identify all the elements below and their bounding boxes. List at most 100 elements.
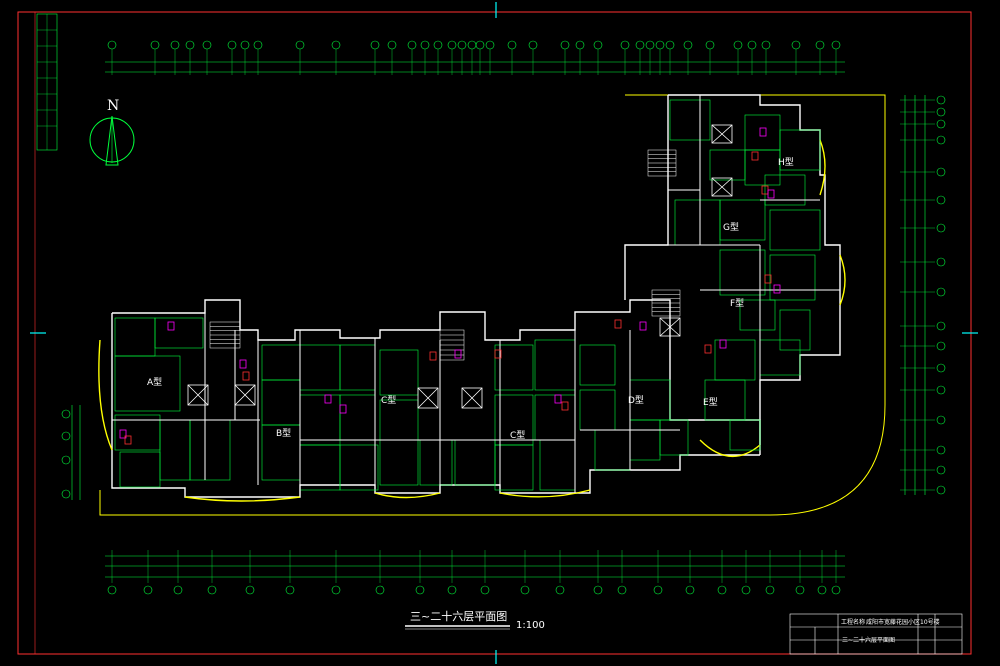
building-vertical-wing (624, 94, 846, 458)
bottom-axis-bubble (765, 585, 775, 595)
title-block (789, 613, 963, 655)
bottom-axis-bubble (143, 585, 153, 595)
elevator-cores (187, 124, 733, 409)
right-axis-bubble (936, 341, 946, 351)
room (769, 209, 821, 251)
right-axis-bubble (936, 195, 946, 205)
room (339, 344, 376, 391)
room (419, 439, 453, 486)
bottom-axis-bubble (685, 585, 695, 595)
right-axis-bubble (936, 119, 946, 129)
top-axis-bubble (253, 40, 263, 50)
unit-label-f: F型 (730, 298, 744, 309)
top-axis-bubble (447, 40, 457, 50)
center-marks (30, 2, 978, 664)
room (261, 344, 301, 381)
top-axis-bubble (475, 40, 485, 50)
bottom-axis-bubble (831, 585, 841, 595)
room (114, 317, 156, 357)
fixture-mark (773, 284, 781, 294)
fixture-mark (167, 321, 175, 331)
top-axis-bubble (815, 40, 825, 50)
room (769, 254, 816, 301)
fixture-mark (124, 435, 132, 445)
fixture-mark (324, 394, 332, 404)
building-horizontal-wing (98, 299, 761, 502)
unit-label-c2: C型 (510, 430, 525, 441)
top-axis-bubble (240, 40, 250, 50)
fixture-mark (119, 429, 127, 439)
room (339, 394, 376, 441)
unit-label-a: A型 (147, 377, 162, 388)
room (154, 317, 204, 349)
room (189, 419, 231, 481)
bottom-axis-bubble (173, 585, 183, 595)
bottom-axis-bubble (593, 585, 603, 595)
top-axis-bubble (593, 40, 603, 50)
bottom-axis-bubble (375, 585, 385, 595)
room (261, 379, 301, 426)
bottom-axis-bubble (741, 585, 751, 595)
bottom-axis-bubbles (107, 550, 841, 595)
top-axis-bubble (665, 40, 675, 50)
top-axis-bubble (645, 40, 655, 50)
fixture-mark (614, 319, 622, 329)
room (579, 344, 616, 386)
bottom-axis-bubble (285, 585, 295, 595)
room (779, 309, 811, 351)
room (539, 439, 576, 491)
fixture-mark (639, 321, 647, 331)
bottom-axis-bubble (245, 585, 255, 595)
unit-labels: A型 B型 C型 C型 D型 E型 F型 G型 H型 (147, 157, 794, 441)
room (534, 339, 576, 391)
room (119, 451, 161, 488)
right-axis-bubble (936, 415, 946, 425)
room (379, 349, 419, 396)
top-axis-bubble (407, 40, 417, 50)
site-boundary (99, 94, 886, 516)
room (299, 344, 341, 391)
top-dimension-lines (105, 61, 845, 73)
right-axis-bubble (936, 465, 946, 475)
fixture-mark (759, 127, 767, 137)
fixtures-marks (119, 127, 781, 445)
right-axis-bubble (936, 445, 946, 455)
room (454, 439, 496, 486)
fixture-mark (751, 151, 759, 161)
room (709, 149, 746, 181)
unit-label-c1: C型 (381, 395, 396, 406)
room (299, 444, 341, 491)
room (494, 444, 534, 491)
room (114, 355, 181, 412)
top-axis-bubble (507, 40, 517, 50)
top-axis-bubble (761, 40, 771, 50)
room (339, 444, 379, 491)
north-label: N (107, 98, 119, 114)
room (779, 129, 821, 171)
fixture-mark (242, 371, 250, 381)
outer-frame (17, 11, 972, 655)
top-axis-bubble (485, 40, 495, 50)
right-axis-bubble (936, 107, 946, 117)
room (494, 344, 534, 391)
bottom-axis-bubble (480, 585, 490, 595)
bottom-axis-bubble (817, 585, 827, 595)
right-axis-bubble (936, 321, 946, 331)
bottom-axis-bubble (331, 585, 341, 595)
bottom-axis-bubble (653, 585, 663, 595)
room (674, 199, 721, 246)
left-axis-bubbles (61, 405, 81, 500)
right-axis-bubble (936, 385, 946, 395)
top-axis-bubble (635, 40, 645, 50)
title-block-sheet-title: 三~二十六层平面图 (842, 636, 895, 644)
right-axis-bubble (936, 223, 946, 233)
top-axis-bubble (420, 40, 430, 50)
right-axis-bubble (936, 287, 946, 297)
top-axis-bubble (150, 40, 160, 50)
top-axis-bubble (575, 40, 585, 50)
title-block-project-name: 咸阳市宽藤花园小区10号楼 (866, 618, 940, 626)
fixture-mark (561, 401, 569, 411)
top-axis-bubble (295, 40, 305, 50)
drawing-scale: 1:100 (516, 620, 545, 631)
